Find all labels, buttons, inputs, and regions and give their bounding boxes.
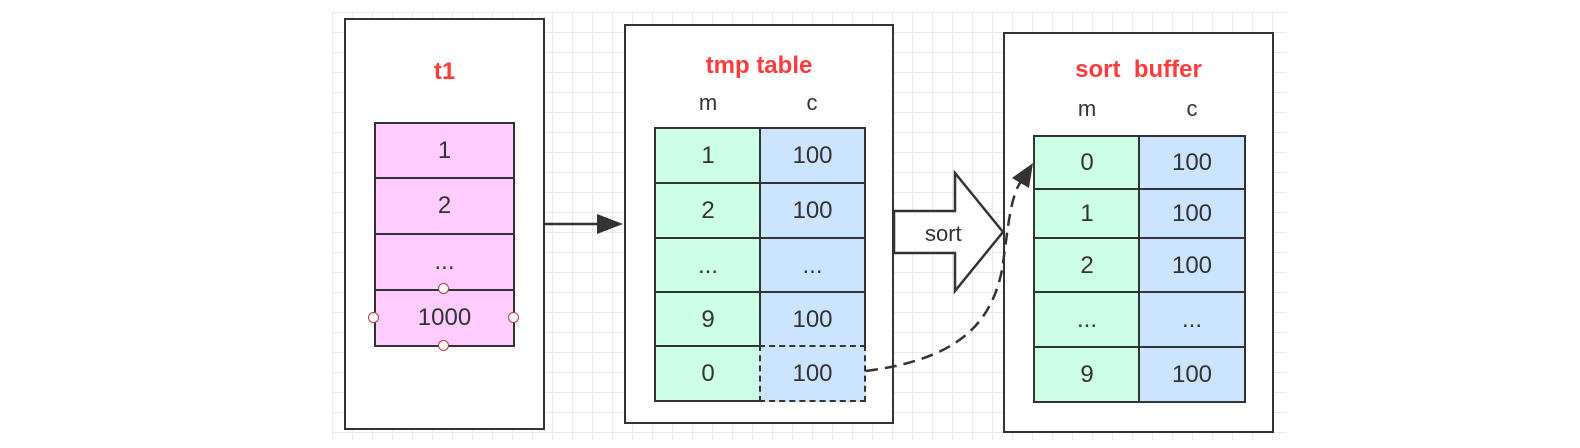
sort-buffer-cell-m: 9 bbox=[1033, 346, 1141, 403]
t1-row: ... bbox=[374, 233, 515, 291]
sort-buffer-title: sort buffer bbox=[1075, 56, 1202, 83]
tmp-table-header-m: m bbox=[698, 90, 718, 115]
sort-buffer-cell-c: 100 bbox=[1138, 135, 1246, 191]
sort-buffer-cell-c: 100 bbox=[1138, 237, 1246, 294]
t1-title: t1 bbox=[433, 58, 456, 85]
t1-to-tmp-arrow bbox=[545, 214, 623, 234]
tmp-table-cell-m: ... bbox=[654, 237, 762, 294]
sort-buffer-cell-c: 100 bbox=[1138, 346, 1246, 403]
sort-block-arrow bbox=[892, 169, 1005, 295]
tmp-table-cell-c: 100 bbox=[759, 291, 866, 348]
tmp-table-cell-c: 100 bbox=[759, 182, 866, 239]
resize-handle-right[interactable] bbox=[508, 312, 519, 323]
resize-handle-top[interactable] bbox=[438, 283, 449, 294]
tmp-table-cell-m: 2 bbox=[654, 182, 762, 239]
sort-buffer-cell-c: 100 bbox=[1138, 188, 1246, 240]
move-row-dashed-arrow bbox=[865, 163, 1033, 373]
sort-buffer-header-m: m bbox=[1077, 96, 1097, 121]
sort-buffer-header-c: c bbox=[1186, 96, 1198, 121]
tmp-table-header-c: c bbox=[806, 90, 818, 115]
tmp-table-cell-c: 100 bbox=[759, 127, 866, 184]
tmp-table-cell-m: 9 bbox=[654, 291, 762, 348]
resize-handle-left[interactable] bbox=[368, 312, 379, 323]
tmp-table-cell-c: ... bbox=[759, 237, 866, 294]
resize-handle-bottom[interactable] bbox=[438, 340, 449, 351]
sort-buffer-cell-c: ... bbox=[1138, 291, 1246, 349]
sort-label: sort bbox=[925, 221, 962, 246]
tmp-table-cell-c-moving: 100 bbox=[759, 345, 866, 402]
sort-buffer-cell-m: 1 bbox=[1033, 188, 1141, 240]
tmp-table-title: tmp table bbox=[705, 52, 813, 79]
t1-row: 1 bbox=[374, 122, 515, 179]
